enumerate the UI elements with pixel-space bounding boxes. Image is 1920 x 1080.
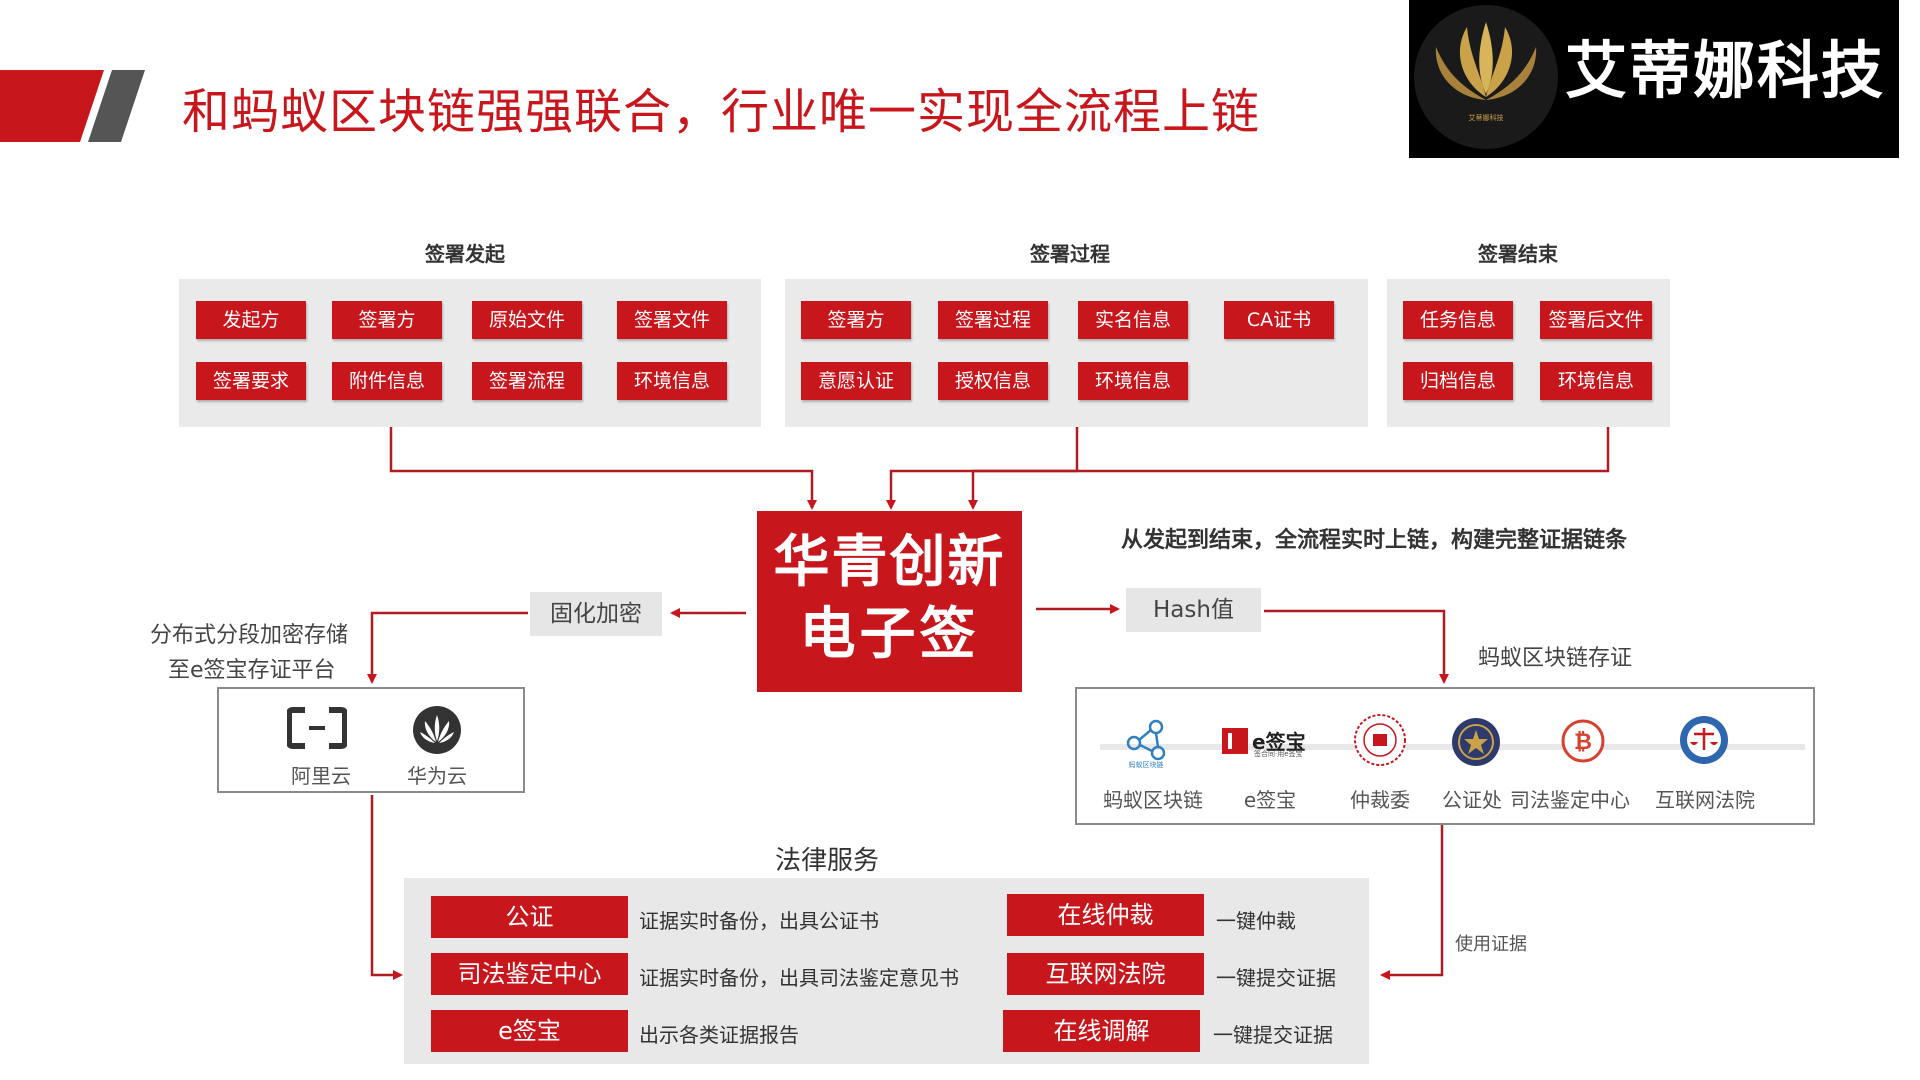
- internet-court-icon: [1680, 716, 1728, 764]
- legal-services-title: 法律服务: [775, 846, 880, 876]
- legal-desc-online-mediation: 一键提交证据: [1213, 1023, 1333, 1047]
- fullflow-note: 从发起到结束，全流程实时上链，构建完整证据链条: [1121, 528, 1628, 553]
- tag-process-signer: 签署方: [801, 301, 911, 339]
- tag-intent-auth: 意愿认证: [801, 362, 911, 400]
- brand-emblem-icon: 艾蒂娜科技: [1414, 5, 1558, 149]
- institution-notary: 公证处: [1442, 788, 1502, 812]
- cloud-name-aliyun: 阿里云: [291, 764, 351, 788]
- tag-signing-requirements: 签署要求: [196, 362, 306, 400]
- tag-realname-info: 实名信息: [1078, 301, 1188, 339]
- institution-esign: e签宝: [1243, 788, 1297, 812]
- esign-logo-subtext: 签合同·用e签宝: [1254, 750, 1303, 758]
- tag-env-info-start: 环境信息: [617, 362, 727, 400]
- brand-name: 艾蒂娜科技: [1565, 34, 1886, 107]
- group-title-end: 签署结束: [1478, 242, 1558, 266]
- esign-logo-mark: [1222, 728, 1248, 754]
- legal-desc-forensic: 证据实时备份，出具司法鉴定意见书: [639, 966, 959, 990]
- tag-authorization-info: 授权信息: [938, 362, 1048, 400]
- huawei-cloud-icon: [413, 706, 461, 754]
- cloud-storage-box: [217, 687, 525, 793]
- esign-logo-text: e签宝: [1252, 730, 1306, 754]
- tag-attachment-info: 附件信息: [332, 362, 442, 400]
- brand-emblem-caption: 艾蒂娜科技: [1469, 113, 1504, 122]
- tag-env-info-process: 环境信息: [1078, 362, 1188, 400]
- legal-desc-esign: 出示各类证据报告: [639, 1023, 799, 1047]
- svg-text:₿: ₿: [1574, 730, 1592, 755]
- legal-desc-notary: 证据实时备份，出具公证书: [639, 909, 879, 933]
- legal-desc-online-arbitration: 一键仲裁: [1216, 909, 1296, 933]
- esign-logo-mark-bar: [1228, 733, 1232, 749]
- tag-signed-file: 签署后文件: [1540, 301, 1652, 339]
- legal-tag-online-mediation: 在线调解: [1003, 1010, 1200, 1052]
- tag-initiator: 发起方: [196, 301, 306, 339]
- tag-signing-file: 签署文件: [617, 301, 727, 339]
- legal-tag-internet-court: 互联网法院: [1007, 953, 1204, 995]
- notary-emblem-icon: [1452, 718, 1500, 766]
- title-stripe-decoration: [0, 70, 145, 142]
- tag-ca-cert: CA证书: [1224, 301, 1334, 339]
- label-solidify-encrypt: 固化加密: [530, 592, 662, 636]
- storage-caption-line1: 分布式分段加密存储: [150, 623, 349, 648]
- use-evidence-label: 使用证据: [1455, 934, 1527, 955]
- institution-ant-blockchain: 蚂蚁区块链: [1103, 788, 1203, 812]
- ant-blockchain-icon: 蚂蚁区块链: [1126, 719, 1166, 769]
- group-title-start: 签署发起: [425, 242, 505, 266]
- legal-tag-forensic: 司法鉴定中心: [431, 953, 628, 995]
- group-title-process: 签署过程: [1030, 242, 1110, 266]
- cloud-name-huawei: 华为云: [407, 764, 467, 788]
- center-line-2: 电子签: [799, 601, 980, 667]
- legal-tag-online-arbitration: 在线仲裁: [1007, 894, 1204, 936]
- page-title: 和蚂蚁区块链强强联合，行业唯一实现全流程上链: [182, 84, 1261, 140]
- institutions-timeline: [1100, 744, 1805, 750]
- storage-caption-line2: 至e签宝存证平台: [168, 658, 336, 683]
- institution-internet-court: 互联网法院: [1655, 788, 1755, 812]
- tag-task-info: 任务信息: [1403, 301, 1513, 339]
- tag-signer: 签署方: [332, 301, 442, 339]
- ant-blockchain-logo-text: 蚂蚁区块链: [1129, 760, 1164, 769]
- institution-forensic-center: 司法鉴定中心: [1510, 788, 1630, 812]
- legal-desc-internet-court: 一键提交证据: [1216, 966, 1336, 990]
- center-brand-box: 华青创新 电子签: [757, 511, 1022, 692]
- tag-original-file: 原始文件: [472, 301, 582, 339]
- tag-env-info-end: 环境信息: [1540, 362, 1652, 400]
- institution-arbitration: 仲裁委: [1350, 788, 1410, 812]
- legal-tag-esign: e签宝: [431, 1010, 628, 1052]
- chain-storage-title: 蚂蚁区块链存证: [1478, 646, 1633, 671]
- aliyun-icon: [287, 707, 347, 749]
- label-hash-value: Hash值: [1126, 588, 1261, 632]
- tag-signing-process: 签署过程: [938, 301, 1048, 339]
- tag-signing-flow: 签署流程: [472, 362, 582, 400]
- tag-archive-info: 归档信息: [1403, 362, 1513, 400]
- forensic-center-icon: ₿: [1561, 719, 1605, 763]
- legal-tag-notary: 公证: [431, 896, 628, 938]
- center-line-1: 华青创新: [773, 529, 1006, 595]
- arbitration-seal-icon: [1354, 714, 1406, 766]
